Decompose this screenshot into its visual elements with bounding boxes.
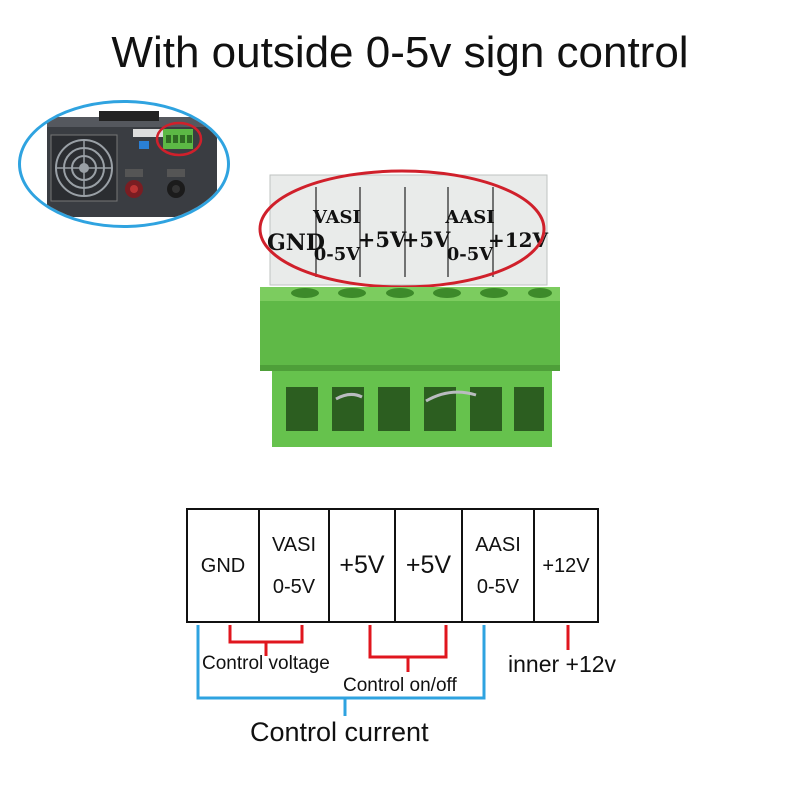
pin-aasi: AASI 0-5V <box>463 510 535 621</box>
pin-5v-b: +5V <box>396 510 463 621</box>
pin-aasi-range: 0-5V <box>476 575 520 598</box>
sticker-5v-a: +5V <box>358 227 407 252</box>
pin-5v-a: +5V <box>330 510 396 621</box>
sticker-vasi: VASI <box>312 207 361 228</box>
sticker-5v-b: +5V <box>402 227 451 252</box>
fan-icon <box>50 134 118 202</box>
sticker-aasi-range: 0-5V <box>447 244 495 265</box>
sticker-vasi-range: 0-5V <box>314 244 362 265</box>
terminal-block-photo: GND VASI 0-5V +5V +5V AASI 0-5V +12V <box>250 165 570 455</box>
control-voltage-bracket <box>228 625 304 644</box>
pin-5v-b-label: +5V <box>405 551 452 579</box>
sticker-gnd: GND <box>267 230 325 256</box>
control-on-off-label: Control on/off <box>343 675 457 696</box>
page-title: With outside 0-5v sign control <box>111 28 689 77</box>
pin-12v: +12V <box>535 510 597 621</box>
control-current-label: Control current <box>250 717 429 747</box>
pin-table: GND VASI 0-5V +5V +5V AASI 0-5V +12V <box>186 508 599 623</box>
pin-5v-a-label: +5V <box>339 551 385 579</box>
sticker-12v: +12V <box>488 228 549 252</box>
sticker-aasi: AASI <box>444 207 494 228</box>
terminal-block-image: GND VASI 0-5V +5V +5V AASI 0-5V +12V <box>258 169 560 447</box>
pin-gnd: GND <box>188 510 260 621</box>
inner-12v-label: inner +12v <box>508 651 617 677</box>
pin-aasi-label: AASI <box>475 533 521 556</box>
device-photo <box>18 100 230 228</box>
control-on-off-bracket <box>368 625 448 659</box>
pin-12v-label: +12V <box>542 554 590 577</box>
power-supply-image <box>47 111 217 217</box>
control-voltage-label: Control voltage <box>202 653 330 674</box>
pin-gnd-label: GND <box>200 554 246 577</box>
pin-vasi: VASI 0-5V <box>260 510 330 621</box>
pin-vasi-range: 0-5V <box>272 575 316 598</box>
pin-vasi-label: VASI <box>271 533 317 556</box>
